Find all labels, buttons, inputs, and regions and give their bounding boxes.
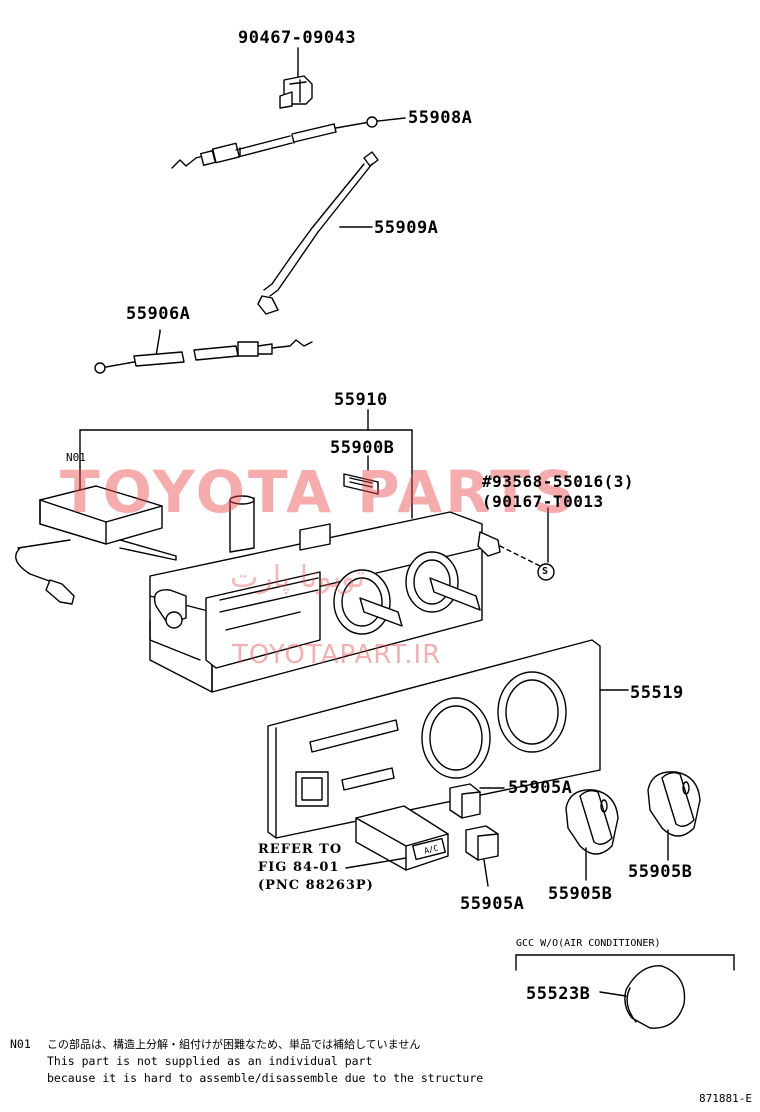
label-55519: 55519 bbox=[630, 683, 684, 703]
label-55910: 55910 bbox=[334, 390, 388, 410]
button-55905a-top bbox=[449, 783, 505, 819]
label-55523b: 55523B bbox=[526, 984, 591, 1004]
cable-55906a bbox=[94, 331, 313, 374]
ac-switch bbox=[345, 805, 449, 871]
label-55909a: 55909A bbox=[374, 218, 439, 238]
gcc-note: GCC W/O(AIR CONDITIONER) bbox=[516, 938, 661, 949]
callout-s: S bbox=[542, 566, 549, 577]
control-assy-55910 bbox=[149, 495, 541, 693]
panel-55519 bbox=[267, 639, 629, 839]
label-55905b-left: 55905B bbox=[548, 884, 613, 904]
footnote-en-2: because it is hard to assemble/disassemb… bbox=[47, 1071, 484, 1085]
label-55908a: 55908A bbox=[408, 108, 473, 128]
watermark-site: TOYOTAPART.IR bbox=[232, 640, 442, 670]
label-93568-55016: #93568-55016(3) bbox=[482, 472, 634, 491]
label-55905b-right: 55905B bbox=[628, 862, 693, 882]
figure-id: 871881-E bbox=[699, 1092, 752, 1105]
refer-line-3: (PNC 88263P) bbox=[258, 878, 374, 893]
bracket-55910 bbox=[79, 409, 413, 519]
motor-unit bbox=[15, 485, 177, 605]
rod-55909a bbox=[257, 151, 379, 315]
label-55900b: 55900B bbox=[330, 438, 395, 458]
clip-90467 bbox=[279, 47, 313, 109]
knob-55905b-left bbox=[565, 789, 619, 881]
gcc-bracket bbox=[515, 954, 735, 971]
watermark-main: TOYOTA PARTS bbox=[60, 458, 578, 526]
cap-55523b bbox=[599, 965, 686, 1029]
refer-line-1: REFER TO bbox=[258, 842, 343, 857]
footnote-jp: この部品は、構造上分解・組付けが困難なため、単品では補給していません bbox=[47, 1038, 421, 1051]
button-55905a-bottom bbox=[465, 825, 499, 887]
watermark-arabic: تویوتا پارت bbox=[230, 560, 365, 595]
fuse-55900b bbox=[343, 473, 379, 495]
footnote-code: N01 bbox=[10, 1037, 31, 1051]
label-90467-09043: 90467-09043 bbox=[238, 28, 357, 48]
refer-line-2: FIG 84-01 bbox=[258, 860, 340, 875]
label-55905a-top: 55905A bbox=[508, 778, 573, 798]
label-90167-t0013: (90167-T0013 bbox=[482, 492, 604, 511]
screw-callout bbox=[537, 507, 555, 581]
cable-55908a bbox=[171, 116, 406, 169]
footnote-en-1: This part is not supplied as an individu… bbox=[47, 1054, 373, 1068]
knob-55905b-right bbox=[647, 771, 701, 861]
label-55906a: 55906A bbox=[126, 304, 191, 324]
label-55905a-bottom: 55905A bbox=[460, 894, 525, 914]
callout-n01: N01 bbox=[66, 451, 86, 464]
